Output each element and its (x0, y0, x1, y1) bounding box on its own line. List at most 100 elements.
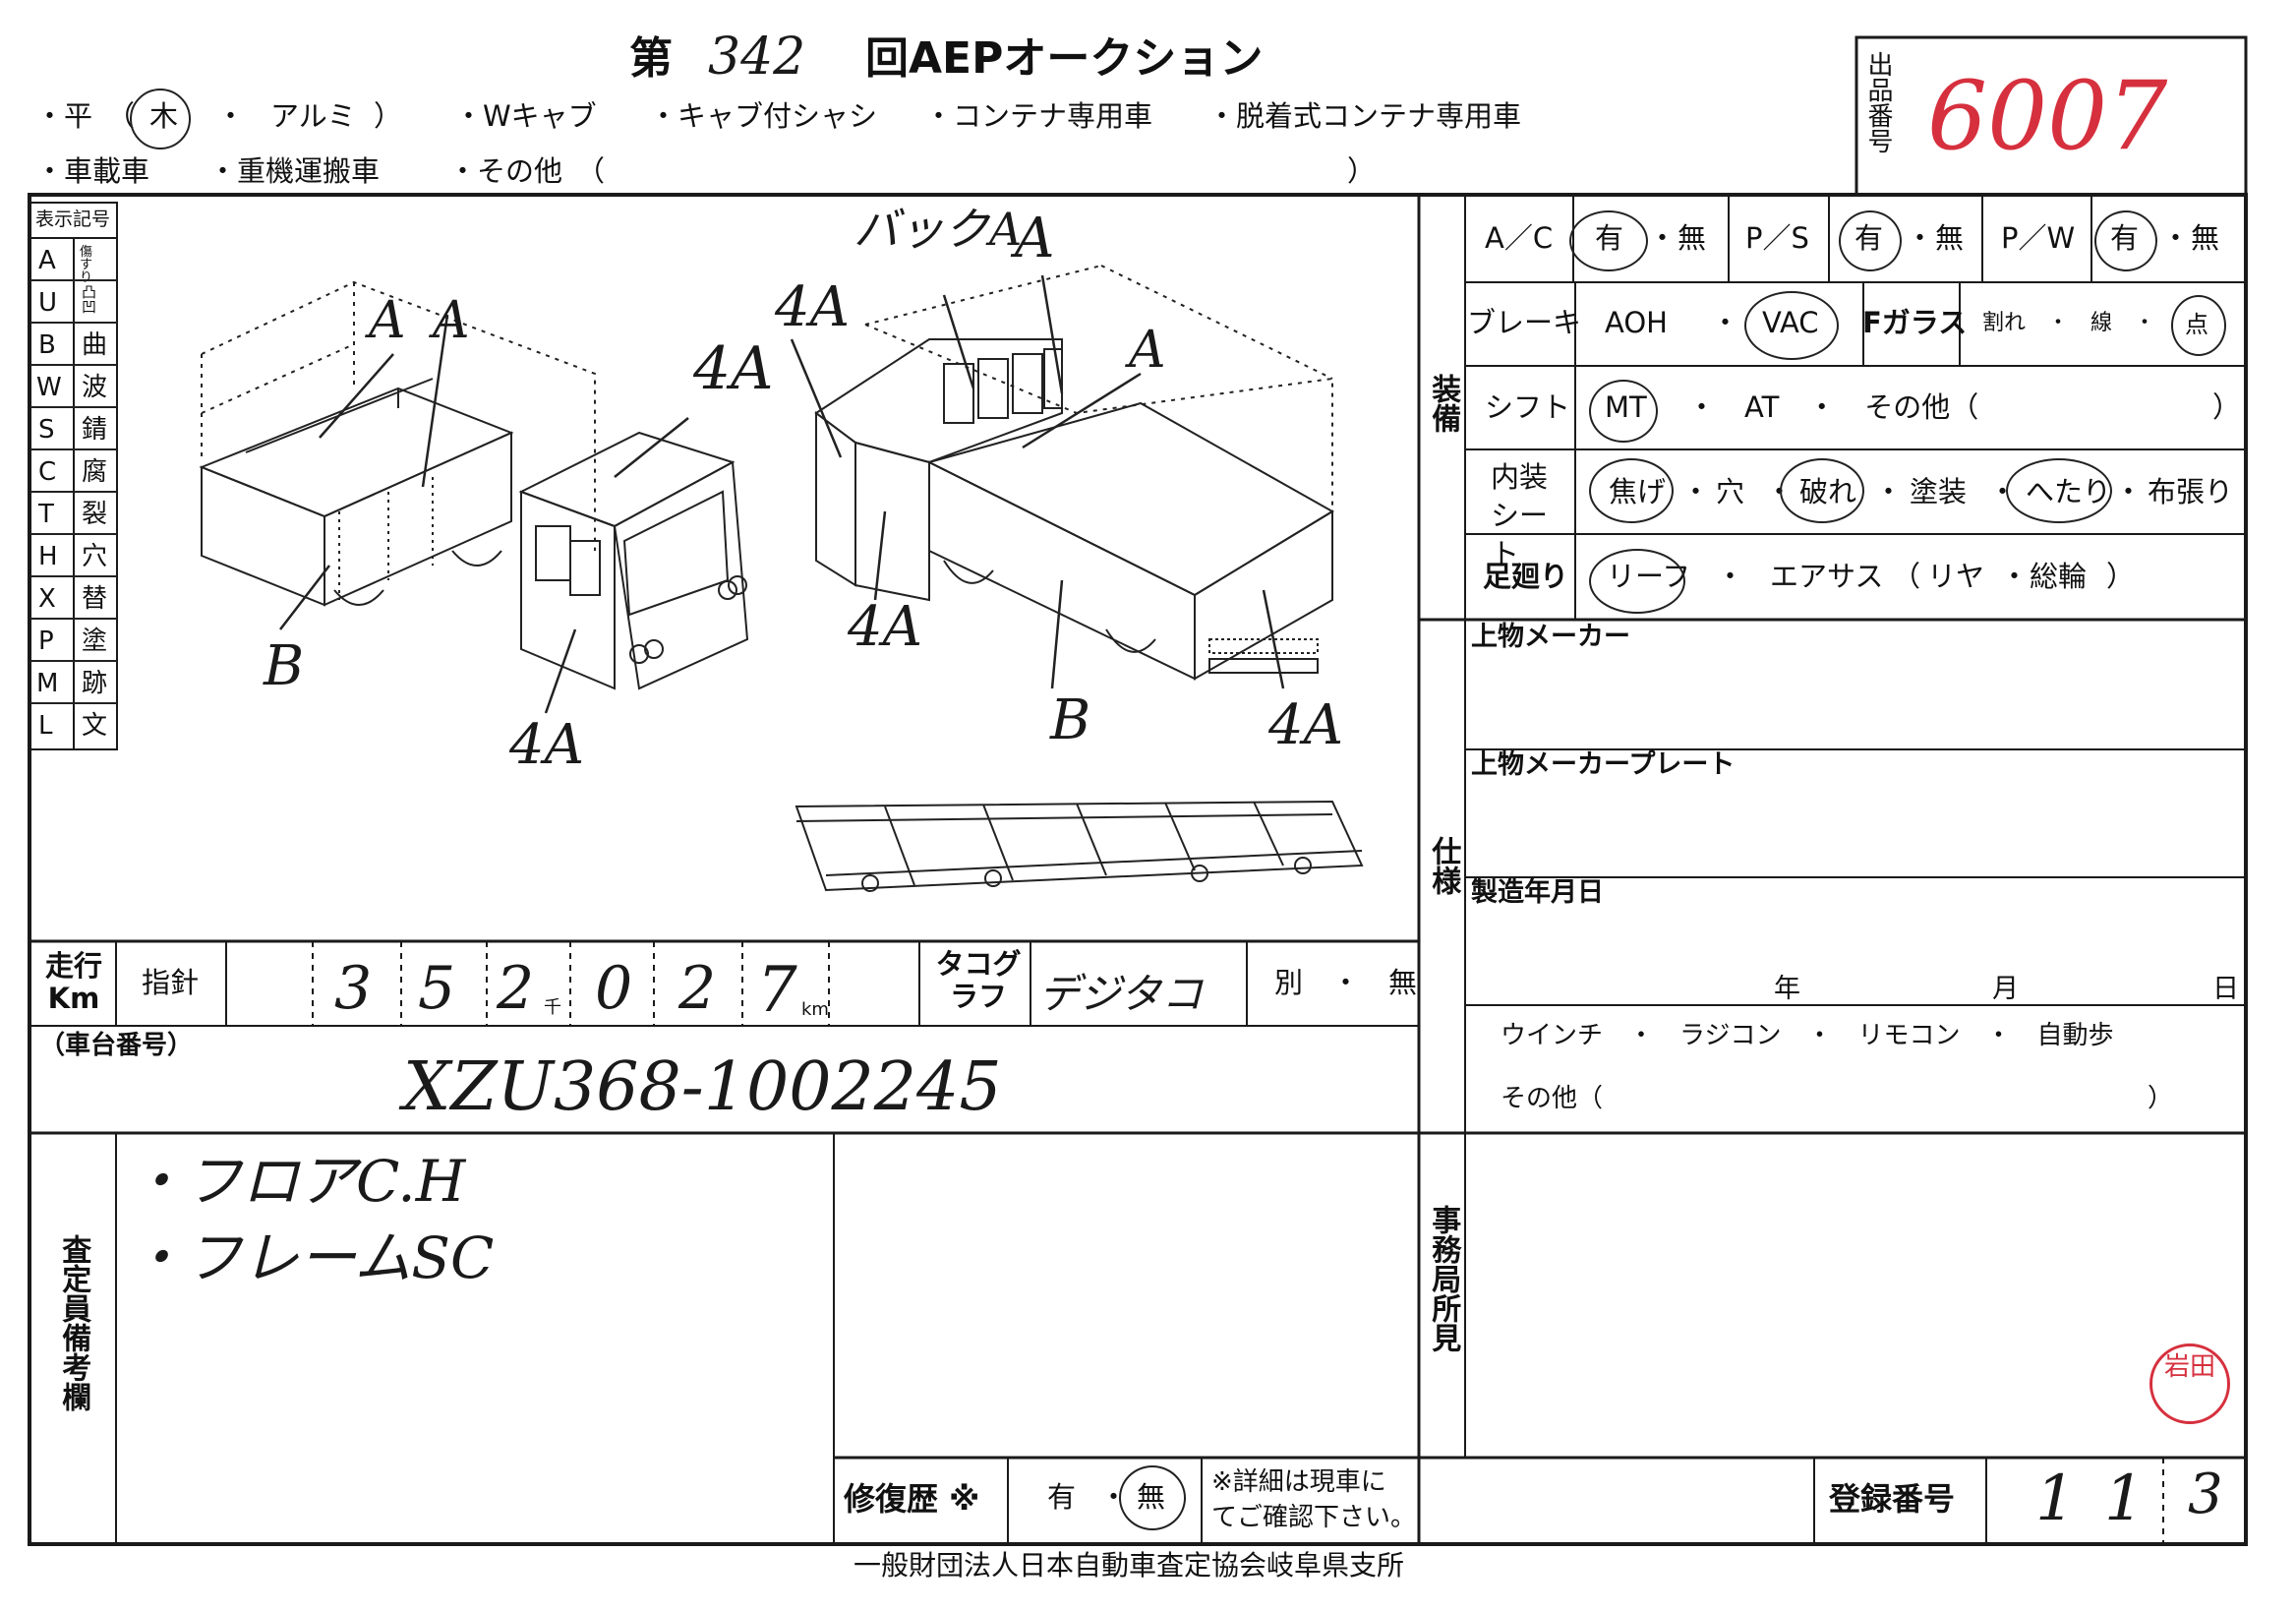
mark-a-3: A (1015, 207, 1055, 270)
suspension-all: 総輪 (2030, 560, 2088, 593)
round-prefix: 第 (629, 33, 673, 84)
suspension-paren-close: ） (2106, 560, 2136, 593)
legend-code-x: X (38, 584, 56, 614)
fglass-label: Fガラス (1862, 306, 1968, 339)
ac-label: A／C (1485, 221, 1554, 255)
registration-value-2: 1 (2104, 1463, 2145, 1535)
spec-options: ウインチ ・ ラジコン ・ リモコン ・ 自動歩 (1501, 1021, 2114, 1050)
bodytype-carrier: ・車載車 (35, 154, 150, 188)
lot-label: 出品番号 (1862, 51, 1893, 153)
remarks-label: 査定員備考欄 (56, 1234, 91, 1411)
spec-maker-label: 上物メーカー (1471, 622, 1630, 652)
mileage-digit-2: 5 (418, 954, 456, 1023)
legend-label-p: 塗 (82, 627, 108, 656)
pw-label: P／W (2001, 221, 2076, 255)
legend-code-t: T (38, 500, 54, 529)
interior-burn-circle (1589, 458, 1674, 523)
bodytype-wcab: ・Wキャブ (454, 99, 597, 133)
mileage-digit-4: 0 (595, 954, 633, 1023)
spec-other-close: ） (2148, 1084, 2174, 1113)
mark-a-4: A (1129, 321, 1166, 380)
tachograph-value: デジタコ (1038, 970, 1204, 1018)
brake-label: ブレーキ (1467, 306, 1582, 339)
pw-no: 無 (2191, 221, 2220, 255)
legend-code-s: S (38, 415, 55, 445)
suspension-leaf-circle (1589, 549, 1685, 614)
pw-dot: ・ (2161, 221, 2191, 255)
interior-tear-circle (1780, 458, 1864, 523)
mileage-km-unit: km (801, 999, 829, 1020)
mark-4a-5: 4A (1268, 693, 1344, 757)
suspension-sep-1: ・ (1716, 560, 1745, 593)
pw-yes-circle (2094, 210, 2157, 271)
repair-label: 修復歴 ※ (844, 1480, 980, 1518)
bodytype-other-close: ） (1347, 154, 1377, 188)
office-stamp-text: 岩田 (2163, 1352, 2215, 1382)
footer-organization: 一般財団法人日本自動車査定協会岐阜県支所 (854, 1549, 1405, 1582)
round-number: 342 (708, 28, 806, 87)
spec-day: 日 (2212, 974, 2239, 1004)
lot-number: 6007 (1927, 61, 2168, 171)
wood-selected-circle (130, 89, 191, 149)
mileage-thousand-mark: 千 (544, 997, 561, 1018)
legend-code-m: M (36, 669, 59, 698)
legend-label-m: 跡 (82, 669, 108, 698)
mark-4a-1: 4A (693, 334, 774, 403)
mileage-digit-6: 7 (757, 954, 797, 1027)
legend-code-u: U (38, 288, 58, 318)
registration-label: 登録番号 (1829, 1480, 1956, 1518)
truck-diagram-right (814, 265, 1334, 681)
legend-code-a: A (38, 246, 56, 275)
legend-label-t: 裂 (82, 500, 108, 529)
bodytype-aluminum: アルミ (270, 99, 356, 133)
mark-4a-4: 4A (848, 595, 923, 659)
legend-label-s: 錆 (82, 415, 108, 445)
repair-note-2: てご確認下さい。 (1211, 1503, 1417, 1532)
bodytype-other: ・その他 (448, 154, 563, 188)
bodytype-flat: ・平 (35, 99, 93, 133)
auction-title: 回AEPオークション (865, 33, 1264, 84)
mark-a-2: A (433, 291, 470, 350)
interior-hole: 穴 (1716, 475, 1745, 508)
spec-section-label: 仕様 (1426, 836, 1461, 895)
ac-dot: ・ (1648, 221, 1678, 255)
frame-diagram (795, 800, 1364, 892)
brake-aoh: AOH (1605, 306, 1668, 339)
legend-label-x: 替 (82, 584, 108, 614)
shift-close: ） (2212, 390, 2242, 424)
spec-plate-label: 上物メーカープレート (1471, 749, 1736, 780)
suspension-paren-open: （ (1892, 560, 1921, 593)
legend-code-l: L (38, 711, 53, 741)
spec-month: 月 (1992, 974, 2019, 1004)
interior-paint: 塗装 (1910, 475, 1968, 508)
bodytype-cab-chassis: ・キャブ付シャシ (649, 99, 878, 133)
legend-label-l: 文 (82, 711, 108, 741)
mark-b-1: B (264, 634, 305, 698)
interior-sep-1: ・ (1681, 475, 1711, 508)
legend-code-p: P (38, 627, 54, 656)
bodytype-detachable-container: ・脱着式コンテナ専用車 (1207, 99, 1522, 133)
remarks-note-1: ・フロアC.H (128, 1148, 466, 1215)
mileage-digit-5: 2 (678, 954, 717, 1023)
bodytype-sep: ・ (216, 99, 246, 133)
mileage-reading-label: 指針 (142, 966, 200, 999)
office-label: 事務局所見 (1426, 1205, 1461, 1352)
interior-sep-5: ・ (2114, 475, 2144, 508)
mileage-digit-3: 2 (497, 954, 535, 1023)
spec-year: 年 (1774, 974, 1800, 1004)
remarks-note-2: ・フレームSC (128, 1224, 495, 1291)
ps-no: 無 (1935, 221, 1965, 255)
bodytype-container: ・コンテナ専用車 (924, 99, 1153, 133)
shift-options: ・ AT ・ その他（ (1687, 390, 1979, 424)
shift-label: シフト (1485, 390, 1571, 424)
ps-dot: ・ (1906, 221, 1935, 255)
repair-note-1: ※詳細は現車に (1211, 1467, 1386, 1497)
shift-mt-circle (1589, 380, 1658, 443)
mark-back-a: バックA (854, 203, 1023, 256)
legend-label-w: 波 (82, 373, 108, 402)
mileage-label: 走行Km (44, 949, 102, 1016)
brake-dot: ・ (1711, 306, 1740, 339)
interior-label: 内装シート (1491, 460, 1549, 571)
chassis-number: XZU368-1002245 (403, 1048, 1002, 1126)
